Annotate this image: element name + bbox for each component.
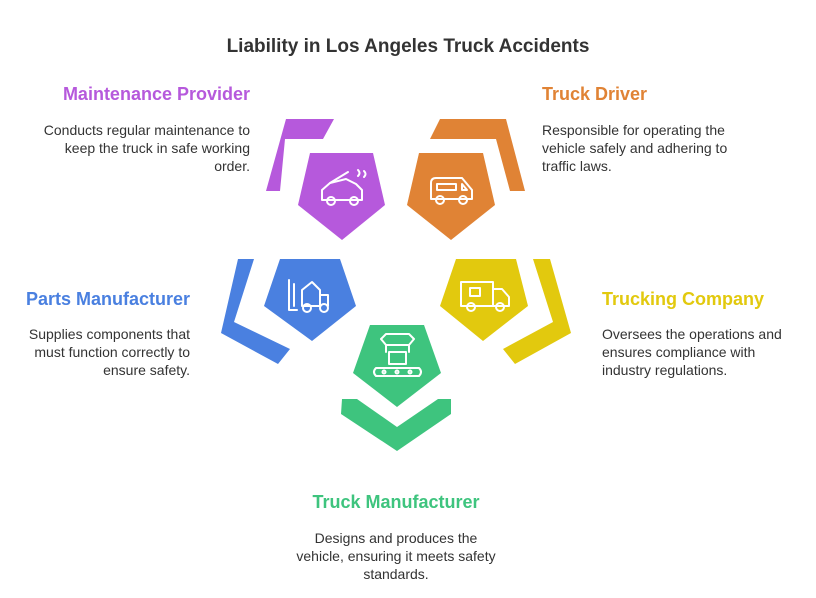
trucking-company-description: Oversees the operations and ensures comp… bbox=[602, 326, 782, 378]
car-repair-icon bbox=[321, 169, 367, 206]
maintenance-provider-description: Conducts regular maintenance to keep the… bbox=[43, 122, 250, 174]
segment-maintenance-provider bbox=[266, 119, 385, 240]
truck-manufacturer-label: Truck Manufacturer bbox=[312, 492, 480, 512]
truck-manufacturer-description: Designs and produces the vehicle, ensuri… bbox=[296, 530, 496, 582]
assembly-line-icon bbox=[373, 333, 422, 377]
segment-truck-manufacturer bbox=[341, 325, 451, 451]
maintenance-provider-pentagon bbox=[298, 153, 385, 240]
diagram-title: Liability in Los Angeles Truck Accidents bbox=[226, 36, 590, 57]
segment-truck-driver bbox=[407, 119, 525, 240]
maintenance-provider-label: Maintenance Provider bbox=[62, 84, 250, 104]
truck-driver-description: Responsible for operating the vehicle sa… bbox=[542, 122, 728, 174]
truck-driver-pentagon bbox=[407, 153, 495, 240]
segment-parts-manufacturer bbox=[221, 259, 356, 364]
parts-manufacturer-chevron bbox=[221, 259, 290, 364]
delivery-truck-icon bbox=[460, 281, 510, 312]
van-icon bbox=[430, 177, 473, 205]
maintenance-provider-chevron bbox=[266, 119, 334, 191]
forklift-icon bbox=[288, 279, 329, 313]
parts-manufacturer-label: Parts Manufacturer bbox=[25, 289, 190, 309]
trucking-company-pentagon bbox=[440, 259, 528, 341]
truck-driver-chevron bbox=[430, 119, 525, 191]
parts-manufacturer-description: Supplies components that must function c… bbox=[28, 326, 190, 378]
truck-manufacturer-chevron bbox=[341, 399, 451, 451]
trucking-company-chevron bbox=[503, 259, 571, 364]
segment-trucking-company bbox=[440, 259, 571, 364]
trucking-company-label: Trucking Company bbox=[602, 289, 765, 309]
truck-driver-label: Truck Driver bbox=[542, 84, 648, 104]
truck-manufacturer-pentagon bbox=[353, 325, 441, 407]
parts-manufacturer-pentagon bbox=[264, 259, 356, 341]
